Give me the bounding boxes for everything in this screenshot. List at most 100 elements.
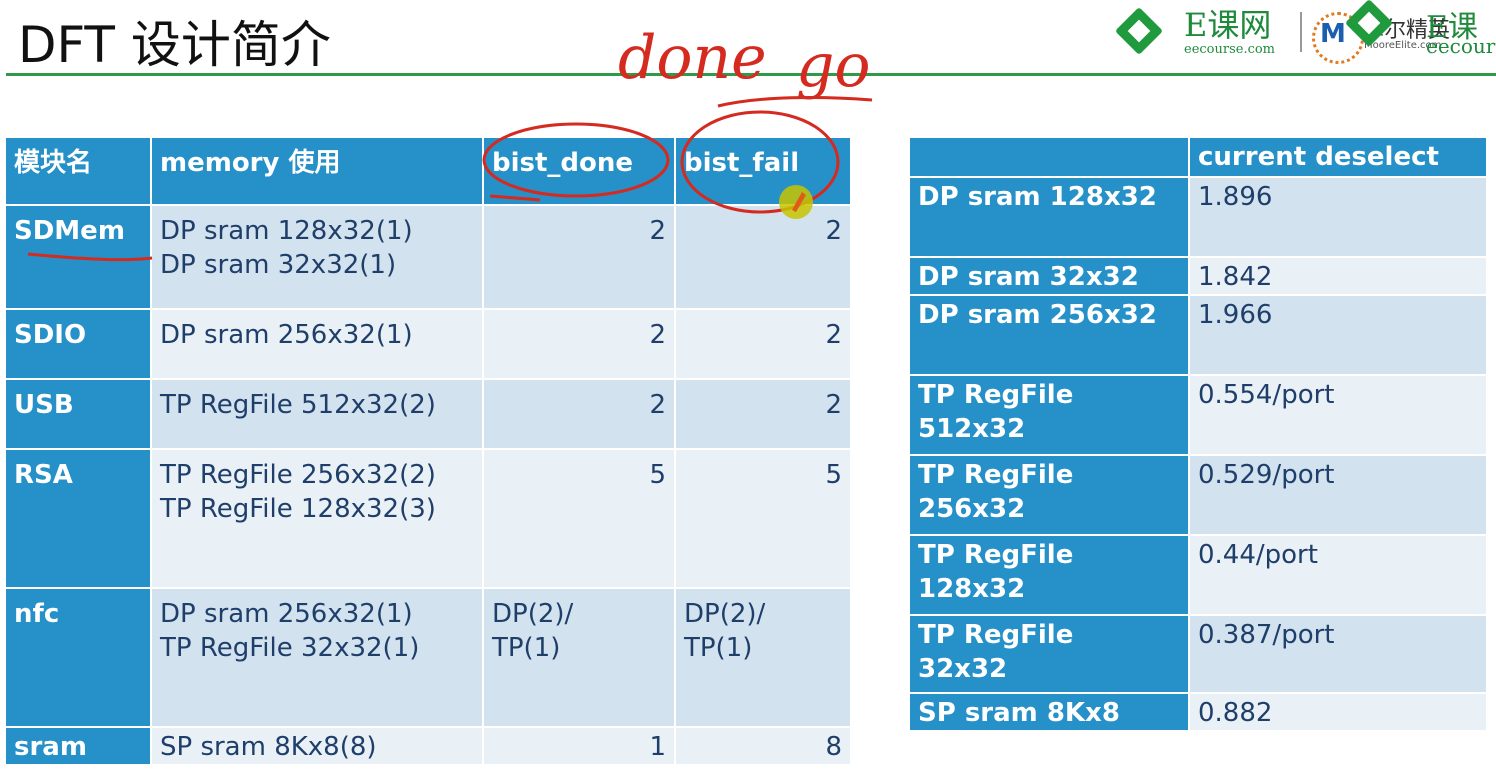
- memory-cell: DP sram 256x32(1) TP RegFile 32x32(1): [152, 589, 484, 728]
- memory-cell: TP RegFile 256x32(2) TP RegFile 128x32(3…: [152, 450, 484, 589]
- memory-line: DP sram 32x32(1): [160, 250, 397, 280]
- memory-type-line: SP sram 8Kx8: [918, 698, 1120, 728]
- deselect-value: 0.554/port: [1190, 376, 1488, 456]
- bist-done-value: 5: [484, 450, 676, 589]
- ecourse-logo-name: E课网: [1184, 6, 1272, 44]
- memory-type: DP sram 256x32: [910, 296, 1190, 376]
- title-divider: [6, 73, 1496, 76]
- memory-type: TP RegFile 32x32: [910, 616, 1190, 694]
- memory-type-line: 256x32: [918, 494, 1026, 524]
- table-header-row: current deselect: [910, 138, 1488, 178]
- bist-fail-value: DP(2)/ TP(1): [676, 589, 852, 728]
- memory-type-line: DP sram 256x32: [918, 300, 1157, 330]
- memory-line: DP sram 256x32(1): [160, 320, 413, 350]
- memory-type: TP RegFile 512x32: [910, 376, 1190, 456]
- bist-fail-value: 2: [676, 206, 852, 310]
- bist-fail-line: TP(1): [684, 633, 753, 663]
- memory-type: DP sram 128x32: [910, 178, 1190, 258]
- module-name: SDMem: [6, 206, 152, 310]
- col-header-bist-fail: bist_fail: [676, 138, 852, 206]
- col-header-memory: memory 使用: [152, 138, 484, 206]
- current-deselect-table: current deselect DP sram 128x32 1.896 DP…: [910, 138, 1488, 732]
- bist-fail-value: 2: [676, 380, 852, 450]
- module-name: sram: [6, 728, 152, 766]
- table-row: sram SP sram 8Kx8(8) 1 8: [6, 728, 852, 766]
- module-memory-table: 模块名 memory 使用 bist_done bist_fail SDMem …: [6, 138, 852, 766]
- handwritten-done: done: [618, 23, 767, 93]
- memory-type-line: TP RegFile: [918, 620, 1074, 650]
- memory-type-line: DP sram 128x32: [918, 182, 1157, 212]
- bist-fail-line: DP(2)/: [684, 599, 766, 629]
- table-header-row: 模块名 memory 使用 bist_done bist_fail: [6, 138, 852, 206]
- module-name: USB: [6, 380, 152, 450]
- deselect-value: 0.387/port: [1190, 616, 1488, 694]
- table-row: TP RegFile 32x32 0.387/port: [910, 616, 1488, 694]
- logo-separator: [1300, 12, 1302, 52]
- table-row: DP sram 128x32 1.896: [910, 178, 1488, 258]
- table-row: nfc DP sram 256x32(1) TP RegFile 32x32(1…: [6, 589, 852, 728]
- memory-cell: TP RegFile 512x32(2): [152, 380, 484, 450]
- memory-type-line: TP RegFile: [918, 380, 1074, 410]
- memory-line: TP RegFile 32x32(1): [160, 633, 420, 663]
- bist-done-value: 2: [484, 310, 676, 380]
- table-row: DP sram 256x32 1.966: [910, 296, 1488, 376]
- ecourse-logo-url: eecourse.com: [1184, 42, 1276, 57]
- table-row: TP RegFile 512x32 0.554/port: [910, 376, 1488, 456]
- memory-line: SP sram 8Kx8(8): [160, 732, 377, 762]
- memory-cell: DP sram 256x32(1): [152, 310, 484, 380]
- moore-en-url: MooreElite.com: [1364, 40, 1442, 51]
- bist-fail-value: 8: [676, 728, 852, 766]
- bist-done-line: DP(2)/: [492, 599, 574, 629]
- bist-done-value: 1: [484, 728, 676, 766]
- memory-line: DP sram 256x32(1): [160, 599, 413, 629]
- memory-line: TP RegFile 256x32(2): [160, 460, 436, 490]
- memory-type-line: TP RegFile: [918, 460, 1074, 490]
- memory-type-line: DP sram 32x32: [918, 262, 1139, 292]
- deselect-value: 1.966: [1190, 296, 1488, 376]
- ecourse-overlay-url: eecour: [1426, 34, 1496, 58]
- ecourse-diamond-icon: [1114, 6, 1164, 56]
- moore-mark: M: [1320, 19, 1346, 49]
- memory-type: TP RegFile 128x32: [910, 536, 1190, 616]
- moore-elite-logo: M 摩尔精英 MooreElite.com E课 eecour: [1308, 0, 1496, 64]
- table-row: USB TP RegFile 512x32(2) 2 2: [6, 380, 852, 450]
- table-row: SP sram 8Kx8 0.882: [910, 694, 1488, 732]
- module-name: nfc: [6, 589, 152, 728]
- page-title: DFT 设计简介: [18, 16, 331, 74]
- bist-done-value: DP(2)/ TP(1): [484, 589, 676, 728]
- ecourse-logo: E课网 eecourse.com: [1114, 6, 1293, 58]
- module-name: SDIO: [6, 310, 152, 380]
- memory-line: TP RegFile 128x32(3): [160, 494, 436, 524]
- col-header-bist-done: bist_done: [484, 138, 676, 206]
- ecourse-overlay-name: E课: [1426, 10, 1478, 45]
- col-header-memory-type: [910, 138, 1190, 178]
- memory-type-line: 32x32: [918, 654, 1008, 684]
- memory-type: SP sram 8Kx8: [910, 694, 1190, 732]
- memory-type: DP sram 32x32: [910, 258, 1190, 296]
- bist-done-value: 2: [484, 206, 676, 310]
- deselect-value: 1.896: [1190, 178, 1488, 258]
- memory-cell: DP sram 128x32(1) DP sram 32x32(1): [152, 206, 484, 310]
- handwritten-go: go: [796, 31, 871, 101]
- bist-fail-value: 5: [676, 450, 852, 589]
- col-header-module: 模块名: [6, 138, 152, 206]
- bist-done-line: TP(1): [492, 633, 561, 663]
- table-row: TP RegFile 128x32 0.44/port: [910, 536, 1488, 616]
- deselect-value: 0.44/port: [1190, 536, 1488, 616]
- memory-line: TP RegFile 512x32(2): [160, 390, 436, 420]
- bist-done-value: 2: [484, 380, 676, 450]
- table-row: SDMem DP sram 128x32(1) DP sram 32x32(1)…: [6, 206, 852, 310]
- deselect-value: 0.882: [1190, 694, 1488, 732]
- memory-type-line: 512x32: [918, 414, 1026, 444]
- memory-type-line: 128x32: [918, 574, 1026, 604]
- memory-line: DP sram 128x32(1): [160, 216, 413, 246]
- deselect-value: 1.842: [1190, 258, 1488, 296]
- deselect-value: 0.529/port: [1190, 456, 1488, 536]
- table-row: RSA TP RegFile 256x32(2) TP RegFile 128x…: [6, 450, 852, 589]
- memory-cell: SP sram 8Kx8(8): [152, 728, 484, 766]
- memory-type-line: TP RegFile: [918, 540, 1074, 570]
- col-header-current-deselect: current deselect: [1190, 138, 1488, 178]
- module-name: RSA: [6, 450, 152, 589]
- memory-type: TP RegFile 256x32: [910, 456, 1190, 536]
- table-row: TP RegFile 256x32 0.529/port: [910, 456, 1488, 536]
